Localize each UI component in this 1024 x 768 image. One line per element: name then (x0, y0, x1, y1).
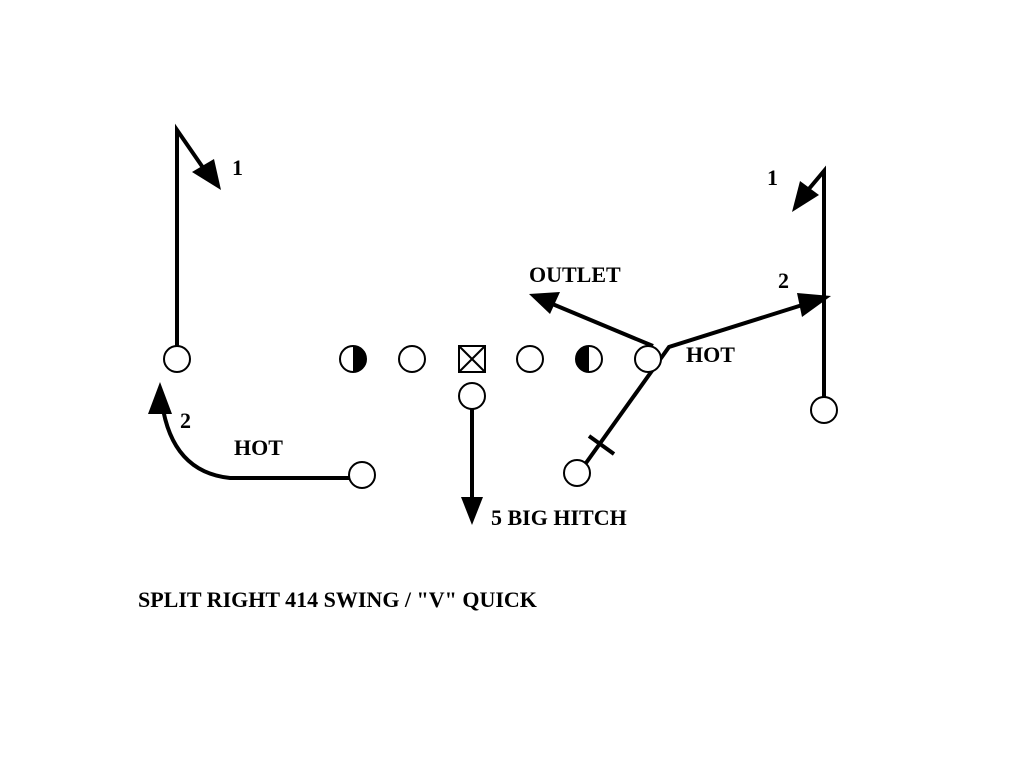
right-route-1-arrowhead (792, 181, 819, 212)
quarterback-player (458, 382, 486, 410)
outlet-label: OUTLET (529, 262, 621, 287)
left-tackle-player (339, 345, 367, 373)
center-player (458, 345, 486, 373)
right-receiver-route (806, 165, 826, 397)
left-route-1-arrowhead (192, 159, 221, 190)
left-hot-label: HOT (234, 435, 283, 460)
left-guard-player (398, 345, 426, 373)
center-route-arrowhead (461, 497, 483, 525)
left-receiver-route (175, 123, 208, 346)
outlet-route (549, 301, 654, 348)
right-guard-player (516, 345, 544, 373)
right-back-player (563, 459, 591, 487)
left-route-2-arrowhead (148, 382, 172, 414)
right-tackle-player (575, 345, 603, 373)
outlet-arrowhead (529, 292, 560, 314)
center-route-label: 5 BIG HITCH (491, 505, 627, 530)
left-receiver-player (163, 345, 191, 373)
block-tick (587, 434, 616, 456)
tight-end-player (634, 345, 662, 373)
left-route-1-label: 1 (232, 155, 243, 180)
right-receiver-player (810, 396, 838, 424)
left-route-2-label: 2 (180, 408, 191, 433)
right-back-route (584, 299, 816, 465)
right-route-1-label: 1 (767, 165, 778, 190)
left-back-player (348, 461, 376, 489)
right-hot-label: HOT (686, 342, 735, 367)
play-title: SPLIT RIGHT 414 SWING / "V" QUICK (138, 587, 537, 612)
left-swing-route (160, 402, 349, 480)
right-route-2-label: 2 (778, 268, 789, 293)
